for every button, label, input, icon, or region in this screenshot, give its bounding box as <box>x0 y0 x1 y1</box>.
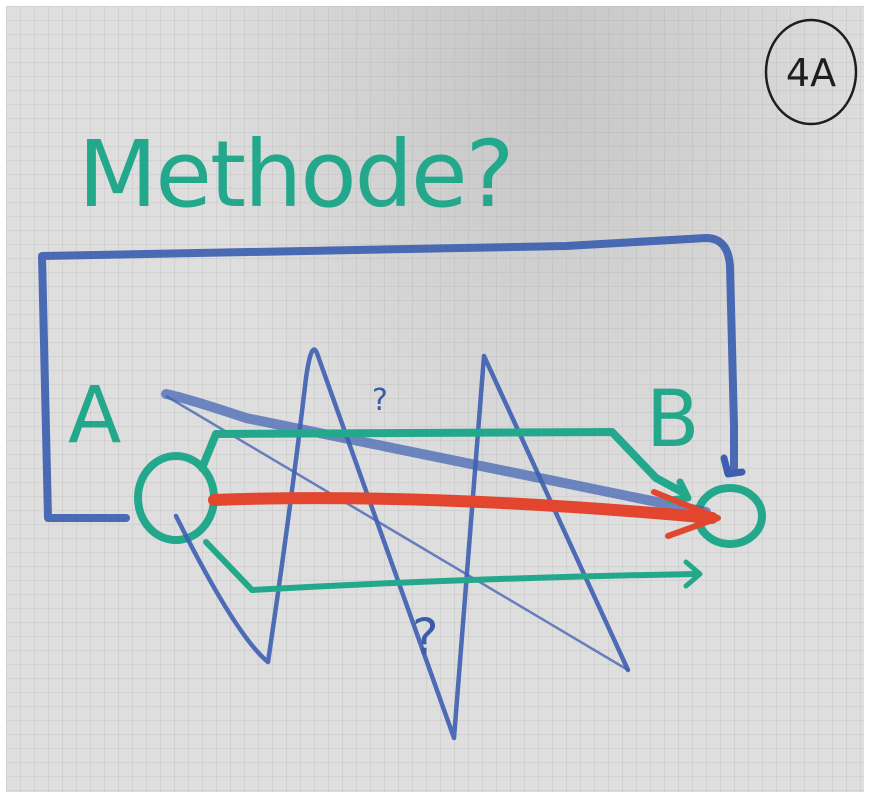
page-badge: 4A <box>764 18 858 126</box>
question-mark-lower: ? <box>412 608 439 666</box>
thin-diagonal-line <box>165 394 629 672</box>
badge-label: 4A <box>786 51 836 95</box>
red-direct-arrow <box>208 492 718 524</box>
red-arrowhead <box>651 489 721 539</box>
teal-lower-route <box>203 539 699 593</box>
diagram-canvas: 4A Methode? A B ? ? <box>38 18 858 741</box>
node-a-label: A <box>68 371 121 461</box>
teal-lower-arrowhead <box>683 559 703 589</box>
diagram-title: Methode? <box>78 121 512 228</box>
feedback-loop-line <box>38 234 738 522</box>
badge-circle <box>764 18 858 126</box>
whiteboard-sheet: 4A Methode? A B ? ? <box>6 6 864 792</box>
question-mark-upper: ? <box>372 383 388 418</box>
blue-zigzag-path <box>173 347 631 741</box>
node-b-label: B <box>646 375 700 465</box>
feedback-loop-arrowhead <box>720 454 746 478</box>
teal-upper-route <box>198 428 686 496</box>
blue-direct-arrow <box>161 389 711 517</box>
